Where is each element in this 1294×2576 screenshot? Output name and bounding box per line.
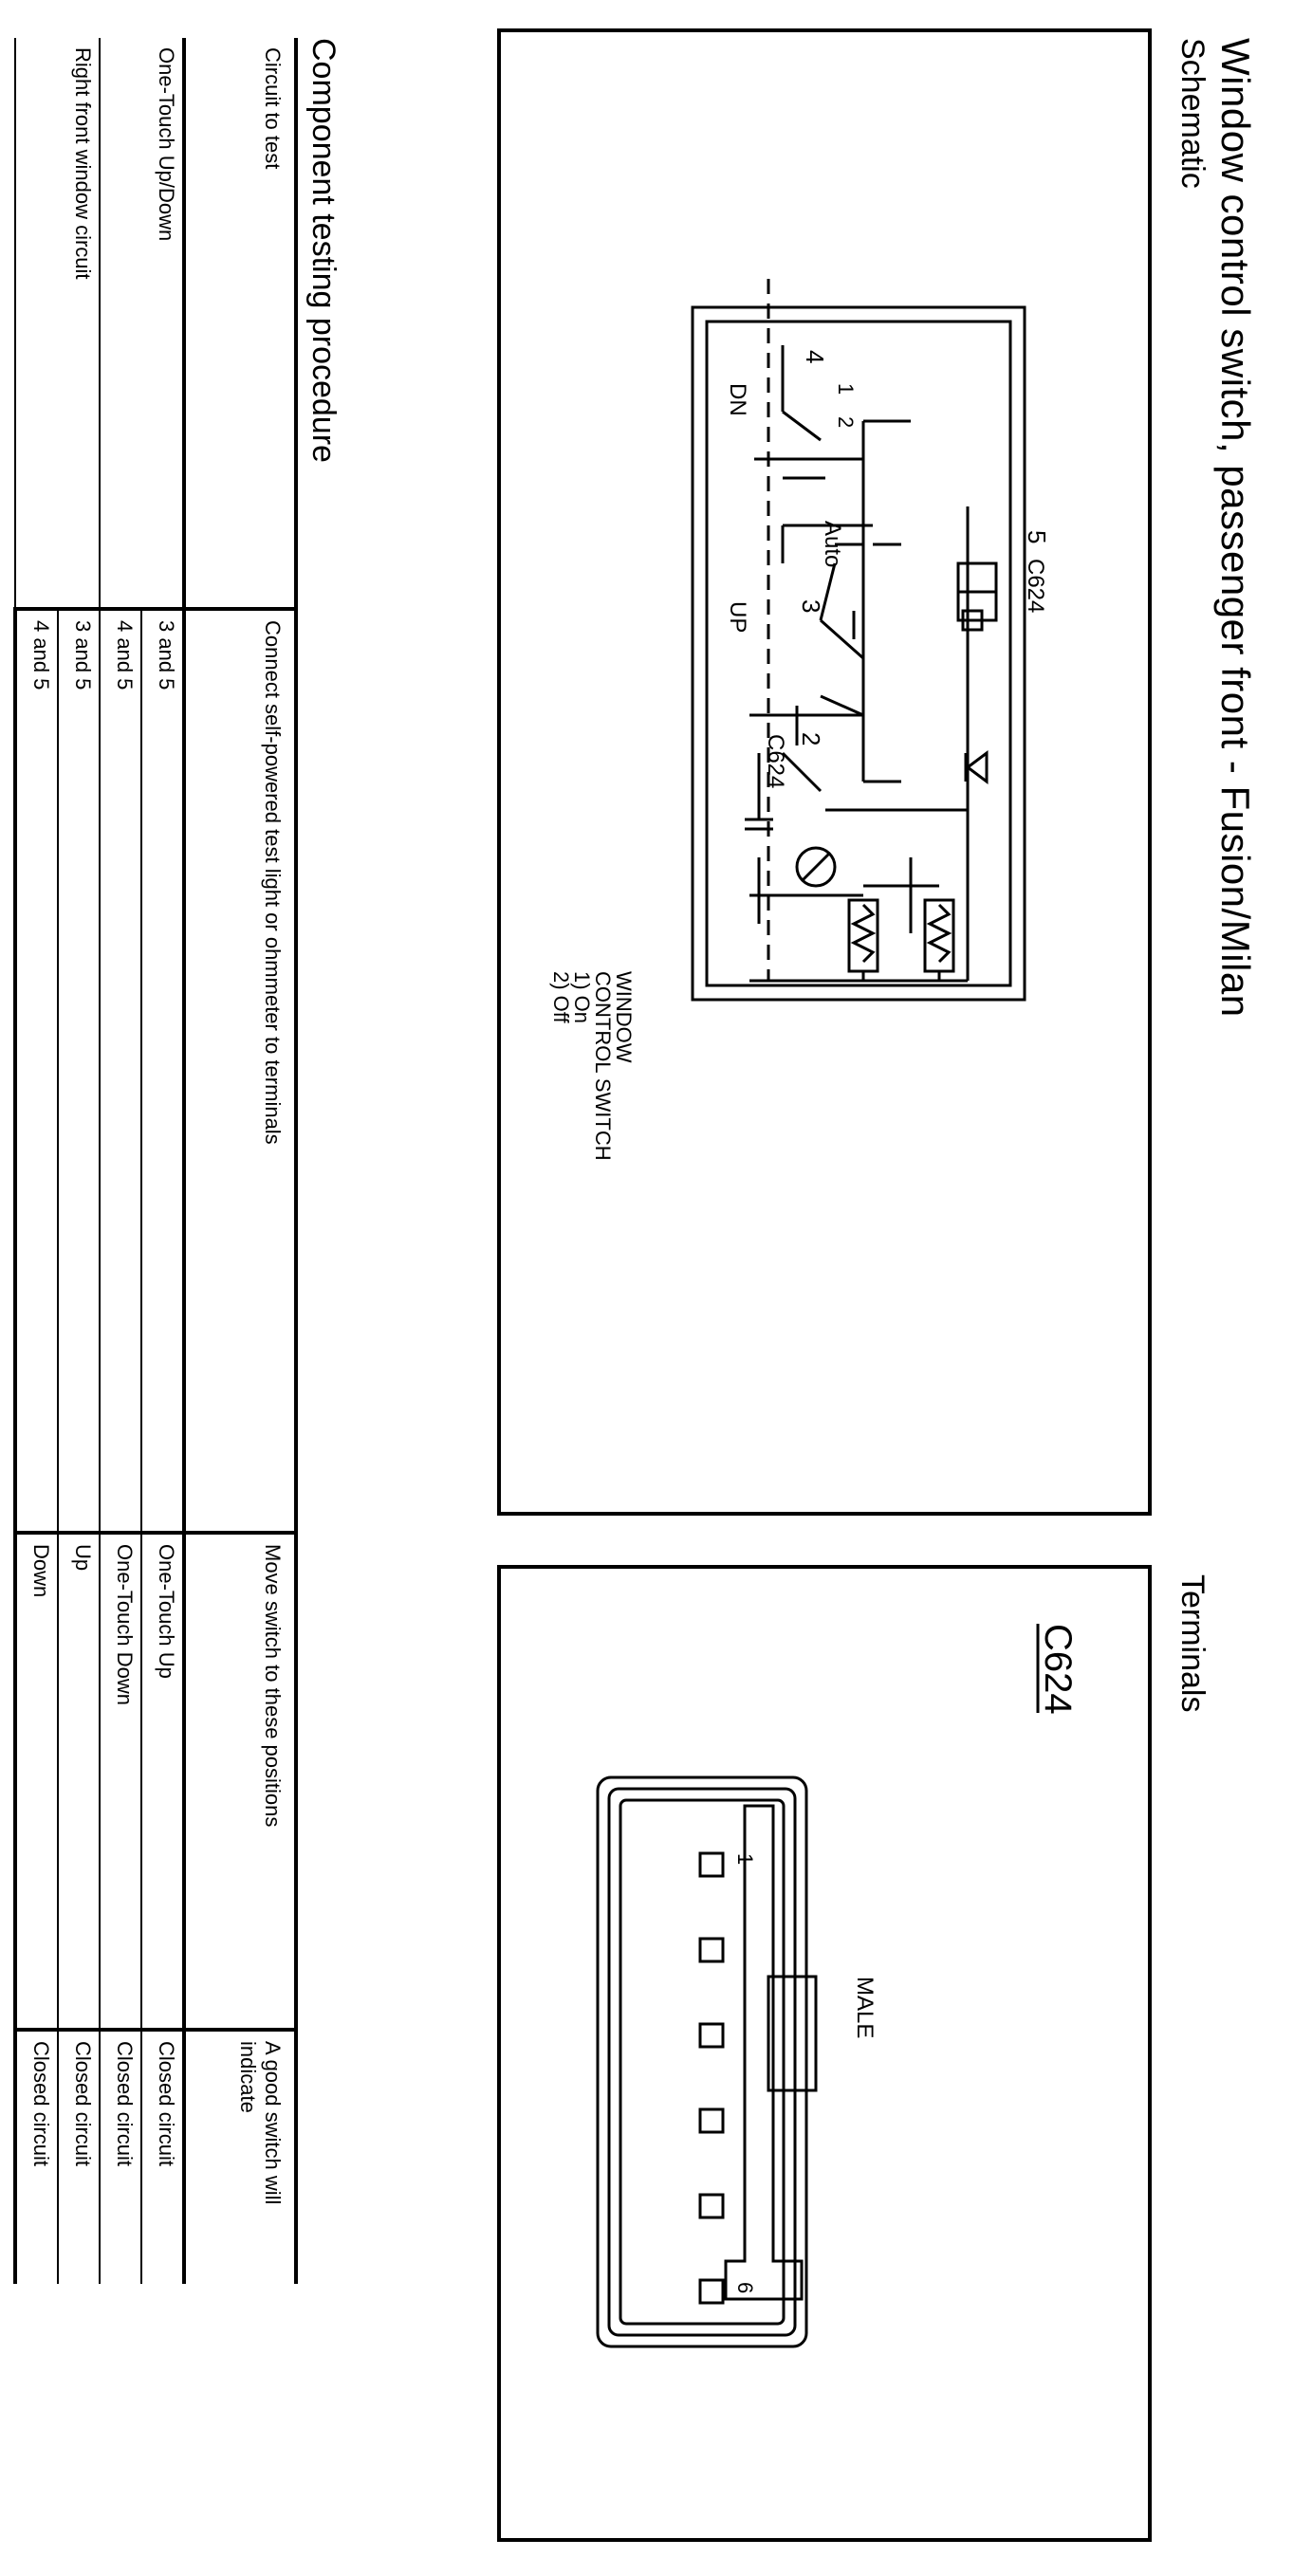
legend-line-3: 1) On	[570, 971, 594, 1023]
procedure-table: Circuit to test Connect self-powered tes…	[13, 38, 298, 2284]
legend-line-2: CONTROL SWITCH	[591, 971, 615, 1161]
terminals-cell: 3 and 5	[58, 609, 100, 1533]
result-cell: Closed circuit	[100, 2030, 141, 2284]
schematic-diagram: 4 3 2 5 C624 C624 DN UP Auto 1 2 WINDOW …	[549, 279, 1051, 1161]
schematic-heading: Schematic	[1174, 38, 1211, 189]
terminals-connector-label: C624	[1037, 1624, 1079, 1715]
header-position: Move switch to these positions	[184, 1533, 296, 2030]
connector-diagram: C624 MALE 1 6	[596, 1624, 1079, 2348]
table-row: Right front window circuit 3 and 5 Up Cl…	[15, 38, 100, 2284]
header-circuit: Circuit to test	[184, 38, 296, 609]
pin-first-label: 1	[733, 1853, 757, 1865]
pin-label-4: 4	[801, 350, 829, 363]
terminals-heading: Terminals	[1174, 1574, 1211, 1713]
switch-label-auto: Auto	[820, 521, 845, 567]
switch-housing-outer	[691, 305, 1026, 1002]
result-cell: Closed circuit	[58, 2030, 100, 2284]
circuit-cell: One-Touch Up/Down	[100, 38, 184, 609]
circuit-cell: Right front window circuit	[15, 38, 100, 609]
switch-housing-inner	[705, 320, 1012, 987]
legend-line-1: WINDOW	[612, 971, 636, 1063]
terminals-panel: C624 MALE 1 6	[497, 1565, 1152, 2542]
connector-label-bottom: C624	[763, 734, 788, 788]
legend-line-4: 2) Off	[549, 971, 573, 1024]
terminals-cell: 4 and 5	[15, 609, 58, 1533]
header-terminals: Connect self-powered test light or ohmme…	[184, 609, 296, 1533]
pin-label-5: 5	[1023, 530, 1051, 543]
position-cell: Down	[15, 1533, 58, 2030]
switch-label-dn: DN	[725, 383, 750, 416]
result-cell: Closed circuit	[141, 2030, 184, 2284]
result-cell: Closed circuit	[15, 2030, 58, 2284]
position-cell: One-Touch Down	[100, 1533, 141, 2030]
position-cell: Up	[58, 1533, 100, 2030]
connector-label-top: C624	[1023, 559, 1048, 613]
gender-label: MALE	[852, 1977, 878, 2038]
table-header-row: Circuit to test Connect self-powered tes…	[184, 38, 296, 2284]
position-cell: One-Touch Up	[141, 1533, 184, 2030]
terminals-cell: 4 and 5	[100, 609, 141, 1533]
header-result: A good switch will indicate	[184, 2030, 296, 2284]
terminals-cell: 3 and 5	[141, 609, 184, 1533]
table-row: One-Touch Up/Down 3 and 5 One-Touch Up C…	[100, 38, 184, 2284]
contact-label-1: 1	[834, 383, 858, 395]
schematic-panel: 4 3 2 5 C624 C624 DN UP Auto 1 2 WINDOW …	[497, 28, 1152, 1516]
pin-label-3: 3	[797, 599, 825, 613]
contact-label-2: 2	[834, 416, 858, 428]
page-title: Window control switch, passenger front -…	[1213, 38, 1258, 1018]
switch-label-up: UP	[725, 601, 750, 633]
pin-label-2: 2	[797, 732, 825, 745]
pin-last-label: 6	[733, 2282, 757, 2293]
procedure-heading: Component testing procedure	[305, 38, 342, 463]
